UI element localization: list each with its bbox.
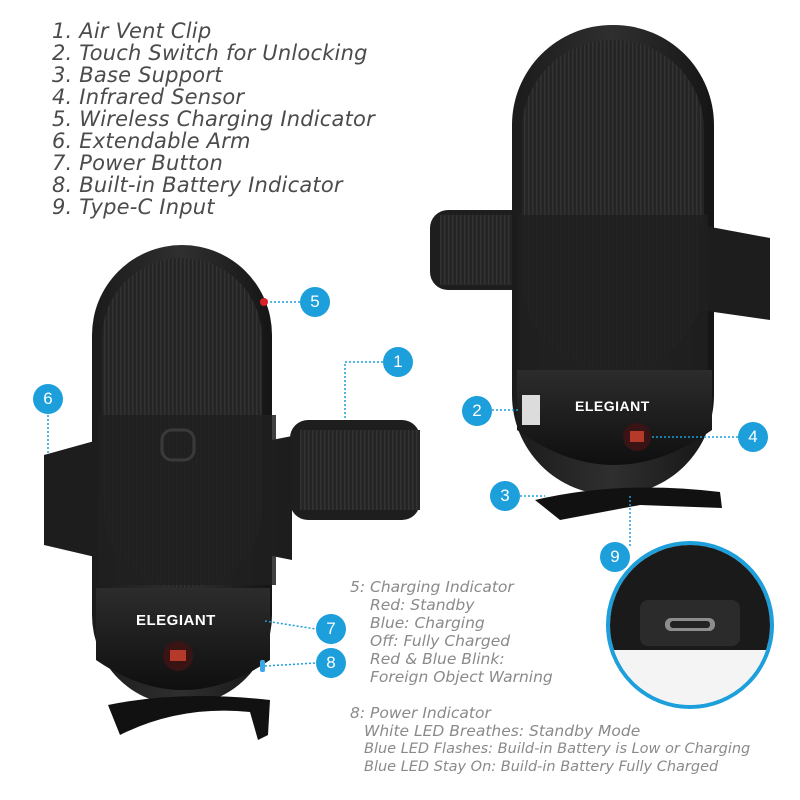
legend-item-5: 5. Wireless Charging Indicator	[52, 107, 375, 131]
power-note-line: Blue LED Flashes: Build-in Battery is Lo…	[364, 741, 751, 757]
legend-item-2: 2. Touch Switch for Unlocking	[52, 41, 368, 65]
usb-c-zoom	[606, 541, 774, 709]
leader-lines	[47, 301, 738, 667]
badge-4: 4	[738, 422, 768, 452]
badge-9: 9	[600, 542, 630, 572]
badge-3: 3	[490, 481, 520, 511]
legend-item-8: 8. Built-in Battery Indicator	[52, 173, 343, 197]
charging-note-line: Foreign Object Warning	[370, 668, 553, 686]
legend-item-4: 4. Infrared Sensor	[52, 85, 245, 109]
legend-item-6: 6. Extendable Arm	[52, 129, 251, 153]
legend-item-3: 3. Base Support	[52, 63, 223, 87]
legend-item-1: 1. Air Vent Clip	[52, 19, 212, 43]
brand-logo-rear: ELEGIANT	[575, 398, 650, 414]
charging-note-line: Off: Fully Charged	[370, 632, 511, 650]
power-note-title: 8: Power Indicator	[350, 704, 491, 722]
rear-device	[430, 25, 770, 520]
feature-legend: 1. Air Vent Clip 2. Touch Switch for Unl…	[52, 20, 375, 218]
power-note-line: White LED Breathes: Standby Mode	[364, 722, 641, 740]
charging-note-line: Red: Standby	[370, 596, 475, 614]
charging-indicator-note: 5: Charging Indicator Red: Standby Blue:…	[350, 578, 553, 686]
charging-note-title: 5: Charging Indicator	[350, 578, 514, 596]
power-indicator-note: 8: Power Indicator White LED Breathes: S…	[350, 704, 750, 776]
badge-8: 8	[316, 648, 346, 678]
badge-6: 6	[33, 384, 63, 414]
legend-item-7: 7. Power Button	[52, 151, 223, 175]
badge-1: 1	[383, 347, 413, 377]
charging-note-line: Red & Blue Blink:	[370, 650, 505, 668]
badge-7: 7	[316, 614, 346, 644]
badge-5: 5	[300, 287, 330, 317]
charging-note-line: Blue: Charging	[370, 614, 485, 632]
power-note-line: Blue LED Stay On: Build-in Battery Fully…	[364, 759, 719, 775]
brand-logo-front: ELEGIANT	[136, 612, 216, 629]
front-device	[44, 245, 420, 740]
legend-item-9: 9. Type-C Input	[52, 195, 215, 219]
badge-2: 2	[462, 396, 492, 426]
